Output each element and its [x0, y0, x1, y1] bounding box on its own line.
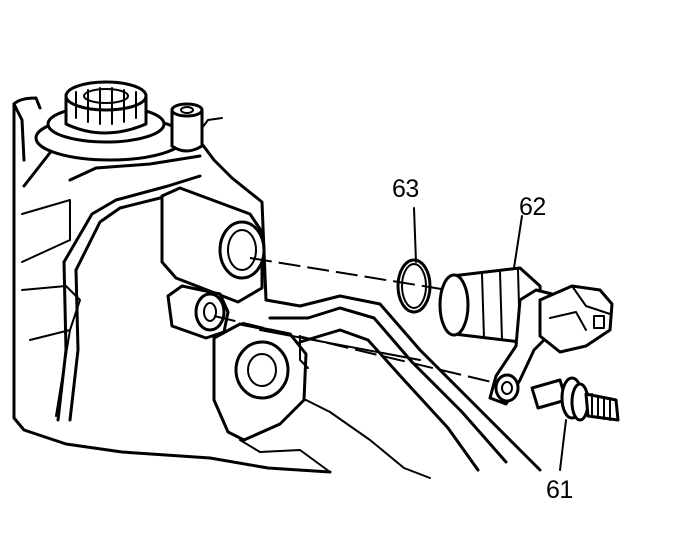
callout-bolt: 61 [546, 476, 573, 504]
case-lug [212, 322, 308, 442]
output-shaft [12, 80, 204, 162]
bolt-boss [166, 284, 230, 340]
callout-o-ring: 63 [392, 175, 419, 203]
sensor-bore-boss [160, 186, 266, 304]
o-ring-63 [396, 207, 432, 314]
bolt-61 [530, 376, 620, 471]
callout-sensor: 62 [519, 193, 546, 221]
oil-pan [239, 294, 542, 479]
speed-sensor-62 [438, 215, 614, 406]
